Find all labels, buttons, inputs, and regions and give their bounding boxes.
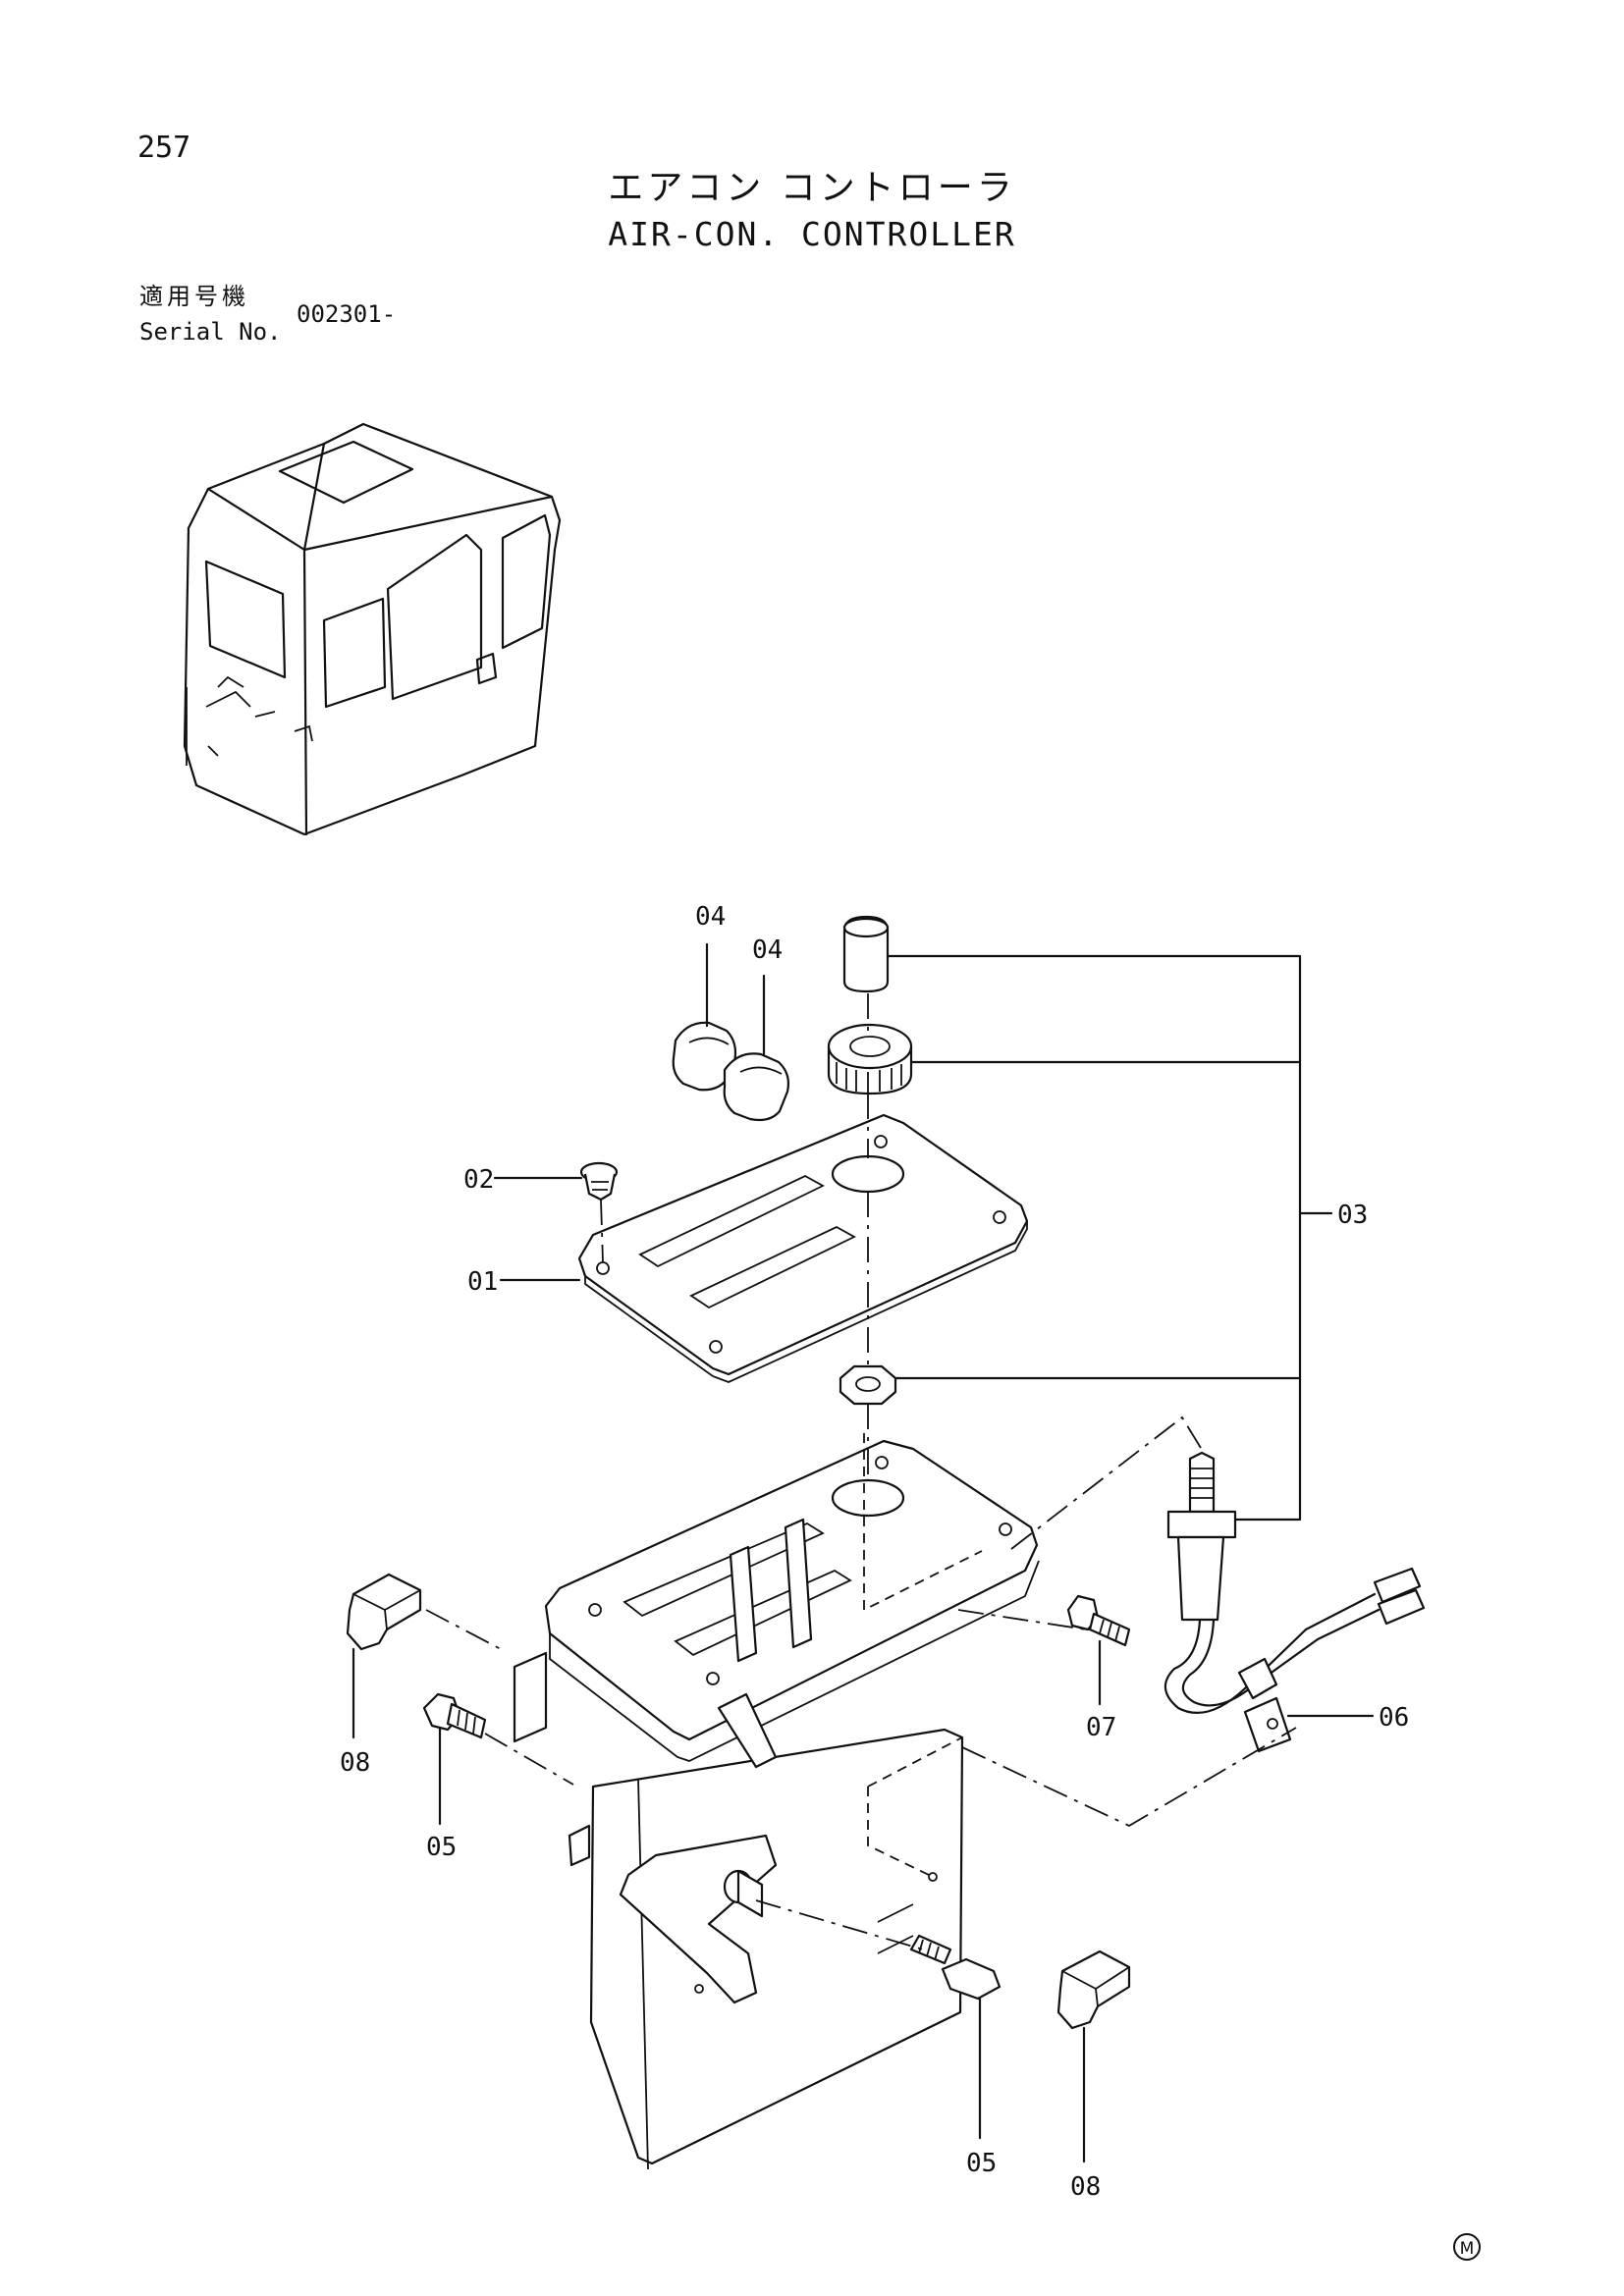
callout-07: 07 (1086, 1713, 1116, 1742)
spacer-collar (723, 1869, 764, 1918)
screw-02 (579, 1161, 619, 1201)
page-number: 257 (137, 131, 191, 165)
title-japanese: エアコン コントローラ (608, 168, 1016, 208)
callout-08-lower: 08 (1070, 2172, 1101, 2202)
knob-cap-03 (842, 915, 890, 993)
callout-02: 02 (463, 1165, 494, 1195)
bolt-05-upper (422, 1692, 487, 1739)
switch-harness-06 (1164, 1451, 1426, 1753)
cab-thumbnail (183, 422, 562, 836)
knob-04-right (723, 1052, 790, 1122)
clip-08-upper (346, 1573, 422, 1651)
serial-label-japanese: 適用号機 (139, 283, 249, 310)
knurled-ring-03 (827, 1023, 913, 1095)
callout-01: 01 (467, 1267, 498, 1297)
screw-07 (1066, 1594, 1131, 1647)
footer-mark-letter: M (1460, 2239, 1475, 2259)
hex-nut-03 (839, 1364, 897, 1406)
serial-label-english: Serial No. (139, 318, 282, 346)
callout-04-left: 04 (695, 902, 726, 932)
title-english: AIR-CON. CONTROLLER (608, 215, 1016, 253)
control-plate-01 (577, 1113, 1029, 1383)
serial-value: 002301- (297, 300, 397, 328)
footer-circled-mark: M (1453, 2233, 1481, 2261)
bracket-03 (886, 954, 1333, 1522)
clip-08-lower (1056, 1949, 1131, 2030)
callout-05-lower: 05 (966, 2149, 997, 2178)
callout-04-right: 04 (752, 935, 783, 965)
bolt-05-lower (909, 1934, 1001, 2001)
callout-08-upper: 08 (340, 1748, 370, 1778)
controller-bracket (513, 1433, 1040, 2170)
callout-05-upper: 05 (426, 1833, 457, 1862)
callout-06: 06 (1379, 1703, 1409, 1733)
callout-03: 03 (1337, 1201, 1368, 1230)
